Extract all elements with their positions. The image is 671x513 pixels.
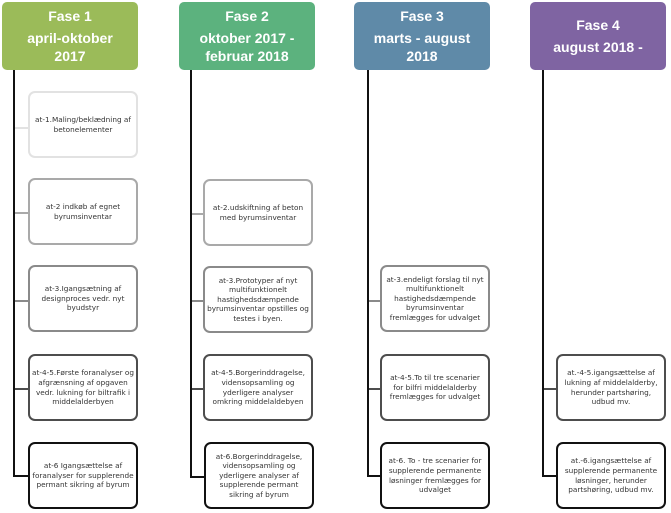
timeline-line-3 xyxy=(367,70,369,476)
connector xyxy=(544,388,556,390)
phase-header-4: Fase 4 august 2018 - xyxy=(530,2,666,70)
phase-dates: oktober 2017 - februar 2018 xyxy=(199,30,295,64)
task-box: at.-6.igangsættelse af supplerende perma… xyxy=(556,442,666,509)
phase-dates: marts - august 2018 xyxy=(373,30,471,64)
task-box: at-6.Borgerinddragelse, vidensopsamling … xyxy=(204,442,314,509)
timeline-line-4 xyxy=(542,70,544,476)
connector xyxy=(369,300,381,302)
task-box: at-2 indkøb af egnet byrumsinventar xyxy=(28,178,138,245)
task-box: at-1.Maling/beklædning af betonelementer xyxy=(28,91,138,158)
connector xyxy=(15,127,29,129)
connector xyxy=(15,388,29,390)
phase-header-1: Fase 1 april-oktober 2017 xyxy=(2,2,138,70)
task-box: at-3.endeligt forslag til nyt multifunkt… xyxy=(380,265,490,332)
connector xyxy=(542,475,556,477)
connector xyxy=(15,212,29,214)
connector xyxy=(369,388,381,390)
phase-header-3: Fase 3 marts - august 2018 xyxy=(354,2,490,70)
phase-title: Fase 4 xyxy=(576,17,620,33)
timeline-line-1 xyxy=(13,70,15,476)
connector xyxy=(13,475,29,477)
connector xyxy=(192,213,204,215)
task-box: at-6 Igangsættelse af foranalyser for su… xyxy=(28,442,138,509)
phase-dates: august 2018 - xyxy=(553,39,643,55)
phase-title: Fase 3 xyxy=(400,8,444,24)
phase-header-2: Fase 2 oktober 2017 - februar 2018 xyxy=(179,2,315,70)
task-box: at-3.Prototyper af nyt multifunktionelt … xyxy=(203,266,313,333)
task-box: at-4-5.Første foranalyser og afgrænsning… xyxy=(28,354,138,421)
task-box: at-3.Igangsætning af designproces vedr. … xyxy=(28,265,138,332)
connector xyxy=(192,388,204,390)
task-box: at-2.udskiftning af beton med byrumsinve… xyxy=(203,179,313,246)
connector xyxy=(15,300,29,302)
phase-dates: april-oktober 2017 xyxy=(27,30,113,64)
phase-title: Fase 2 xyxy=(225,8,269,24)
task-box: at-6. To - tre scenarier for supplerende… xyxy=(380,442,490,509)
task-box: at.-4-5.igangsættelse af lukning af midd… xyxy=(556,354,666,421)
connector xyxy=(190,476,204,478)
phase-title: Fase 1 xyxy=(48,8,92,24)
connector xyxy=(192,300,204,302)
task-box: at-4-5.To til tre scenarier for bilfri m… xyxy=(380,354,490,421)
connector xyxy=(367,475,381,477)
timeline-line-2 xyxy=(190,70,192,476)
task-box: at-4-5.Borgerinddragelse, vidensopsamlin… xyxy=(203,354,313,421)
